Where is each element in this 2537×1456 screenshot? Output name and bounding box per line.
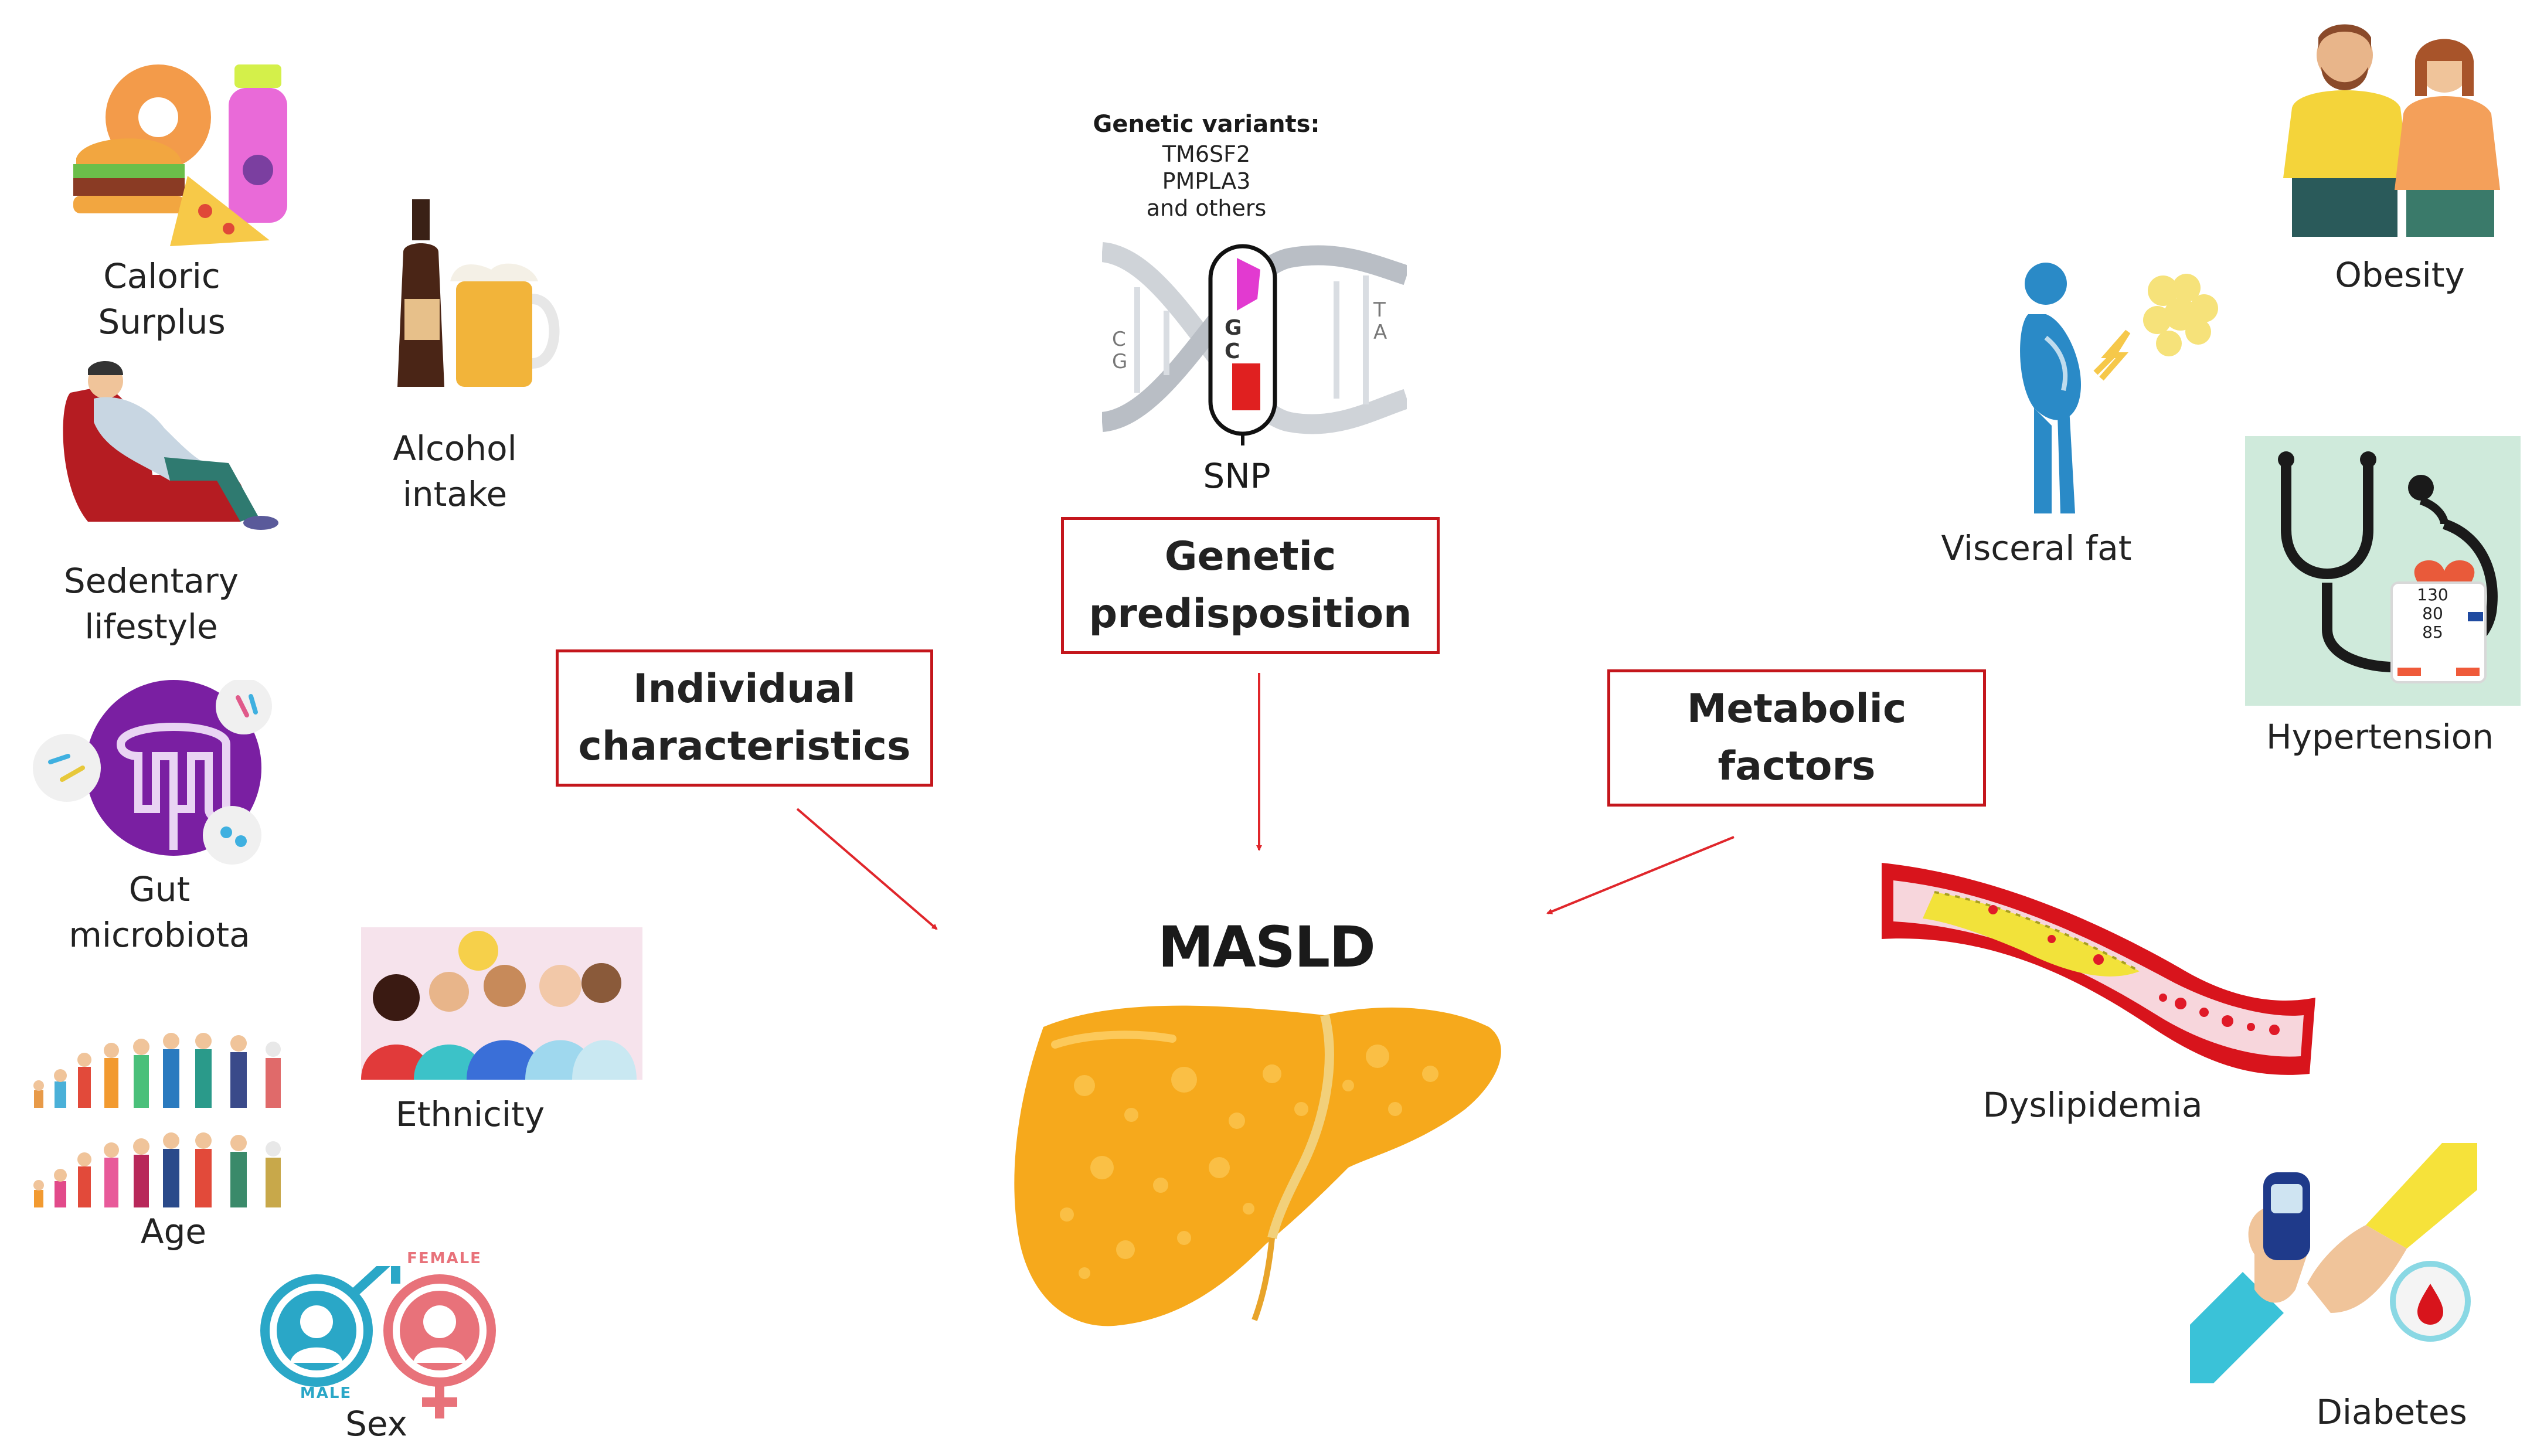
obesity-label: Obesity: [2335, 255, 2465, 295]
arrow-metabolic: [1546, 836, 1735, 914]
alcohol-icon: [397, 199, 560, 387]
age-progression-icon: [33, 1033, 281, 1207]
sex-label: Sex: [345, 1404, 407, 1444]
junk-food-icon: [73, 64, 287, 246]
genetic-variants-title: Genetic variants:: [1093, 111, 1320, 138]
sedentary-lifestyle-label: Sedentary lifestyle: [63, 561, 239, 647]
dna-bases-left: C G: [1112, 328, 1128, 373]
sex-male-female-icon: [260, 1266, 496, 1418]
age-label: Age: [140, 1212, 207, 1251]
alcohol-intake-label: Alcohol intake: [393, 428, 517, 514]
sex-male-text: MALE: [300, 1384, 352, 1402]
hypertension-stethoscope-icon: [2245, 436, 2521, 706]
dna-bases-mid: G C: [1225, 316, 1242, 363]
bp-value-2: 80: [2422, 604, 2443, 623]
liver-icon: [1014, 1005, 1501, 1326]
dyslipidemia-artery-icon: [1882, 863, 2315, 1075]
obesity-couple-icon: [2283, 24, 2500, 237]
box-genetic-label: Genetic predisposition: [1089, 533, 1412, 637]
snp-label: SNP: [1203, 456, 1271, 496]
box-metabolic-factors: Metabolic factors: [1607, 669, 1986, 807]
gut-microbiota-icon: [33, 680, 272, 865]
sex-female-text: FEMALE: [407, 1250, 482, 1267]
bp-value-3: 85: [2422, 622, 2443, 642]
masld-title: MASLD: [1158, 914, 1376, 980]
hypertension-label: Hypertension: [2266, 717, 2494, 757]
box-genetic-predisposition: Genetic predisposition: [1061, 517, 1440, 654]
sedentary-couch-icon: [63, 361, 278, 530]
bp-value-1: 130: [2417, 585, 2448, 604]
box-individual-label: Individual characteristics: [578, 666, 911, 770]
dna-bases-right: T A: [1373, 298, 1387, 344]
dna-helix-icon: [1102, 242, 1407, 445]
genetic-variant-2: PMPLA3: [1162, 168, 1251, 194]
box-metabolic-label: Metabolic factors: [1686, 686, 1907, 790]
visceral-fat-icon: [2020, 263, 2218, 513]
dyslipidemia-label: Dyslipidemia: [1982, 1085, 2203, 1125]
caloric-surplus-label: Caloric Surplus: [98, 256, 226, 342]
diabetes-label: Diabetes: [2316, 1392, 2467, 1432]
visceral-fat-label: Visceral fat: [1941, 528, 2132, 568]
diabetes-glucometer-icon: [2190, 1143, 2477, 1383]
gut-microbiota-label: Gut microbiota: [69, 869, 250, 955]
ethnicity-group-icon: [361, 927, 642, 1080]
arrow-individual: [796, 808, 938, 930]
box-individual-characteristics: Individual characteristics: [556, 649, 933, 787]
genetic-variant-3: and others: [1146, 195, 1267, 221]
ethnicity-label: Ethnicity: [395, 1094, 545, 1134]
genetic-variant-1: TM6SF2: [1162, 141, 1251, 167]
